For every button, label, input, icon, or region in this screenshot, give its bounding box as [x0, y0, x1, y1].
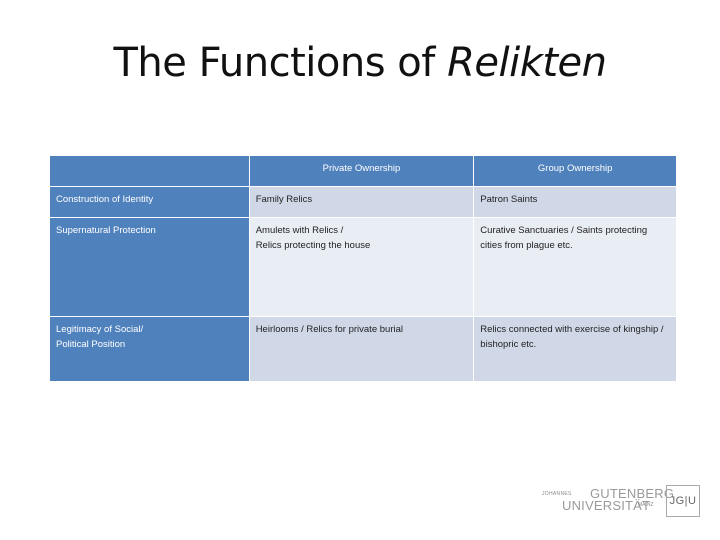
logo-city: MAINZ [638, 502, 654, 508]
table-row: Legitimacy of Social/ Political Position… [49, 316, 677, 382]
slide-title-italic: Relikten [447, 40, 607, 86]
logo-line2: UNIVERSITÄT [562, 498, 651, 513]
slide-title: The Functions of Relikten [0, 40, 720, 86]
row-label-line2: Political Position [56, 339, 126, 350]
row-label: Construction of Identity [49, 186, 250, 218]
header-empty [49, 155, 250, 187]
table-row: Construction of Identity Family Relics P… [49, 186, 677, 218]
cell-private: Amulets with Relics / Relics protecting … [248, 217, 475, 317]
logo-small-text: JOHANNES [542, 491, 572, 497]
cell-private: Heirlooms / Relics for private burial [248, 316, 475, 382]
cell-group: Patron Saints [473, 186, 677, 218]
logo-line1: GUTENBERG [590, 486, 675, 501]
slide-title-prefix: The Functions of [113, 40, 448, 86]
cell-group: Curative Sanctuaries / Saints protecting… [473, 217, 677, 317]
cell-private-line1: Amulets with Relics / [255, 225, 344, 236]
table-row: Supernatural Protection Amulets with Rel… [49, 217, 677, 317]
functions-table: Private Ownership Group Ownership Constr… [49, 155, 677, 382]
cell-group: Relics connected with exercise of kingsh… [473, 316, 677, 382]
cell-private: Family Relics [248, 186, 475, 218]
row-label-line1: Legitimacy of Social/ [56, 324, 144, 335]
header-group-ownership: Group Ownership [473, 155, 677, 187]
university-logo: JOHANNES GUTENBERG UNIVERSITÄT MAINZ JG|… [540, 485, 700, 517]
row-label: Supernatural Protection [49, 217, 250, 317]
header-private-ownership: Private Ownership [248, 155, 475, 187]
logo-badge-icon: JG|U [666, 485, 700, 517]
cell-private-line2: Relics protecting the house [255, 240, 371, 251]
row-label: Legitimacy of Social/ Political Position [49, 316, 250, 382]
table-header-row: Private Ownership Group Ownership [49, 155, 677, 187]
